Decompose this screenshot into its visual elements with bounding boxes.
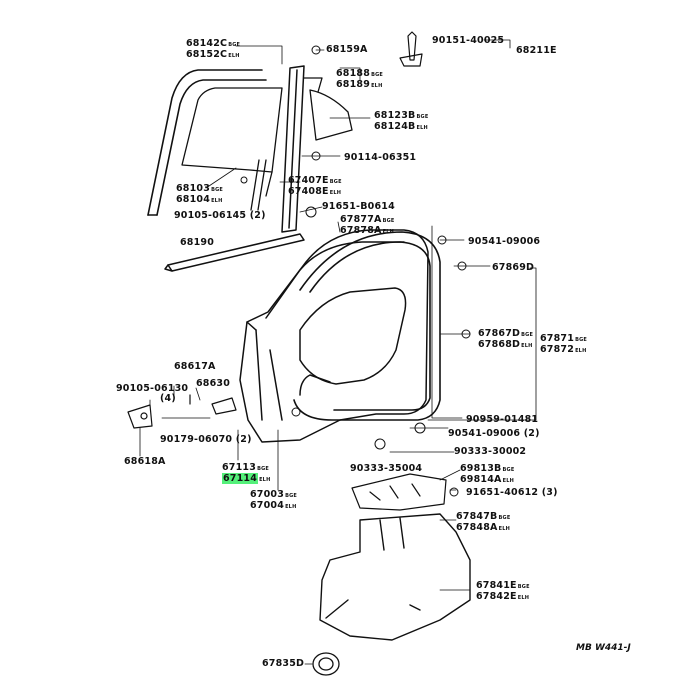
part-label-90333-35004: 90333-35004 bbox=[350, 463, 423, 474]
part-label-68189: 68189ELH bbox=[336, 79, 383, 90]
part-label-91651-b0614: 91651-B0614 bbox=[322, 201, 395, 212]
front-channel-strip bbox=[250, 159, 267, 211]
rear-door-panel bbox=[239, 229, 429, 443]
part-label-90114: 90114-06351 bbox=[344, 152, 417, 163]
door-window-glass bbox=[181, 87, 283, 197]
part-label-67408e: 67408EELH bbox=[288, 186, 342, 197]
diagram-code: MB W441-J bbox=[576, 643, 631, 653]
part-label-67835d: 67835D bbox=[262, 658, 305, 669]
part-label-67867d: 67867DBGE bbox=[478, 328, 534, 339]
part-label-68104: 68104ELH bbox=[176, 194, 223, 205]
part-label-67877a: 67877ABGE bbox=[340, 214, 395, 225]
part-label-68103: 68103BGE bbox=[176, 183, 223, 194]
division-bar bbox=[281, 65, 305, 233]
speaker-grille bbox=[312, 652, 340, 676]
glass-run-channel bbox=[147, 69, 267, 216]
part-label-90105-06130: 90105-06130 bbox=[116, 383, 189, 394]
part-label-68190: 68190 bbox=[180, 237, 215, 248]
part-label-67871: 67871BGE bbox=[540, 333, 587, 344]
part-label-91651-40612: 91651-40612 (3) bbox=[466, 487, 558, 498]
part-label-67878a: 67878AELH bbox=[340, 225, 394, 236]
regulator-clip bbox=[399, 31, 423, 67]
fasteners bbox=[240, 45, 471, 497]
armrest-bracket bbox=[351, 473, 447, 511]
part-label-68152c: 68152CELH bbox=[186, 49, 240, 60]
part-label-68142c: 68142CBGE bbox=[186, 38, 241, 49]
part-label-67847b: 67847BBGE bbox=[456, 511, 511, 522]
part-label-90333-30002: 90333-30002 bbox=[454, 446, 527, 457]
part-label-67003: 67003BGE bbox=[250, 489, 297, 500]
door-weatherstrip bbox=[293, 231, 441, 421]
part-label-90151: 90151-40025 bbox=[432, 35, 505, 46]
part-label-68618a: 68618A bbox=[124, 456, 166, 467]
part-label-68124b: 68124BELH bbox=[374, 121, 428, 132]
part-label-90959: 90959-01481 bbox=[466, 414, 539, 425]
part-label-68617a: 68617A bbox=[174, 361, 216, 372]
part-label-68159a: 68159A bbox=[326, 44, 368, 55]
part-label-67841e: 67841EBGE bbox=[476, 580, 530, 591]
belt-moulding bbox=[164, 233, 305, 272]
part-label-67407e: 67407EBGE bbox=[288, 175, 342, 186]
part-label-68211e: 68211E bbox=[516, 45, 557, 56]
part-label-68630: 68630 bbox=[196, 378, 231, 389]
part-label-68123b: 68123BBGE bbox=[374, 110, 429, 121]
part-label-90541-top: 90541-09006 bbox=[468, 236, 541, 247]
part-label-69813b: 69813BBGE bbox=[460, 463, 515, 474]
part-label-90105-06145: 90105-06145 (2) bbox=[174, 210, 266, 221]
part-label-68188: 68188BGE bbox=[336, 68, 383, 79]
quarter-window-glass bbox=[303, 77, 353, 141]
part-label-90541-bottom: 90541-09006 (2) bbox=[448, 428, 540, 439]
part-label-67113: 67113BGE bbox=[222, 462, 269, 473]
part-label-67004: 67004ELH bbox=[250, 500, 297, 511]
part-label-67842e: 67842EELH bbox=[476, 591, 530, 602]
door-hinges bbox=[127, 394, 237, 429]
part-label-67868d: 67868DELH bbox=[478, 339, 533, 350]
part-label-qty-4: (4) bbox=[160, 393, 176, 404]
leader-lines bbox=[139, 39, 537, 665]
part-label-67869d: 67869D bbox=[492, 262, 535, 273]
part-label-90179: 90179-06070 (2) bbox=[160, 434, 252, 445]
part-label-67848a: 67848AELH bbox=[456, 522, 510, 533]
part-label-67872: 67872ELH bbox=[540, 344, 587, 355]
door-trim-board bbox=[319, 513, 471, 641]
part-label-69814a: 69814AELH bbox=[460, 474, 514, 485]
